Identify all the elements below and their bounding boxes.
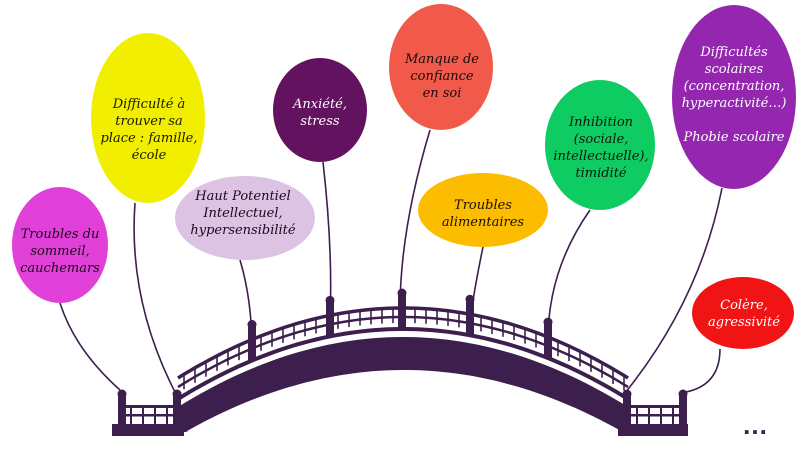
ellipsis: … <box>742 410 769 440</box>
post-cap <box>397 288 407 298</box>
walkway-right <box>618 424 688 436</box>
balloon-manque-confiance <box>389 4 493 130</box>
post-cap <box>247 320 257 330</box>
baluster-right <box>672 405 674 425</box>
walkway-left <box>112 424 184 436</box>
baluster-left <box>142 405 144 425</box>
post <box>118 396 126 428</box>
post <box>326 302 334 337</box>
balloon-colere <box>692 277 794 349</box>
baluster-left <box>166 405 168 425</box>
bridge-arch <box>175 337 632 433</box>
post-cap <box>117 389 127 399</box>
baluster-left <box>154 405 156 425</box>
string-colere <box>679 348 721 394</box>
balloon-troubles-sommeil <box>12 187 108 303</box>
balloon-strings <box>59 129 723 394</box>
balloon-difficultes-scolaires <box>672 5 796 189</box>
rail-left-mid <box>118 414 180 417</box>
post-cap <box>622 389 632 399</box>
balloon-anxiete <box>273 58 367 162</box>
balloon-shapes <box>12 4 796 349</box>
balloon-troubles-alimentaires <box>418 173 548 247</box>
string-inhibition <box>547 209 591 341</box>
baluster-right <box>636 405 638 425</box>
string-difficulte-place <box>133 202 176 393</box>
post-cap <box>678 389 688 399</box>
string-difficultes-scolaires <box>624 187 723 394</box>
post <box>623 396 631 428</box>
baluster-left <box>130 405 132 425</box>
post <box>544 324 552 359</box>
baluster-right <box>648 405 650 425</box>
post <box>466 301 474 336</box>
post-cap <box>172 389 182 399</box>
post <box>248 326 256 361</box>
post <box>679 396 687 428</box>
post <box>398 295 406 330</box>
post <box>173 396 181 428</box>
balloon-inhibition <box>545 80 655 210</box>
rail-right-top <box>624 405 684 408</box>
balloon-difficulte-place <box>91 33 205 203</box>
rail-right-mid <box>624 414 684 417</box>
rail-left-top <box>118 405 180 408</box>
post-cap <box>543 317 553 327</box>
baluster-right <box>660 405 662 425</box>
string-troubles-sommeil <box>59 302 121 391</box>
bridge <box>112 288 688 436</box>
post-cap <box>465 294 475 304</box>
post-cap <box>325 295 335 305</box>
balloon-haut-potentiel <box>175 176 315 260</box>
